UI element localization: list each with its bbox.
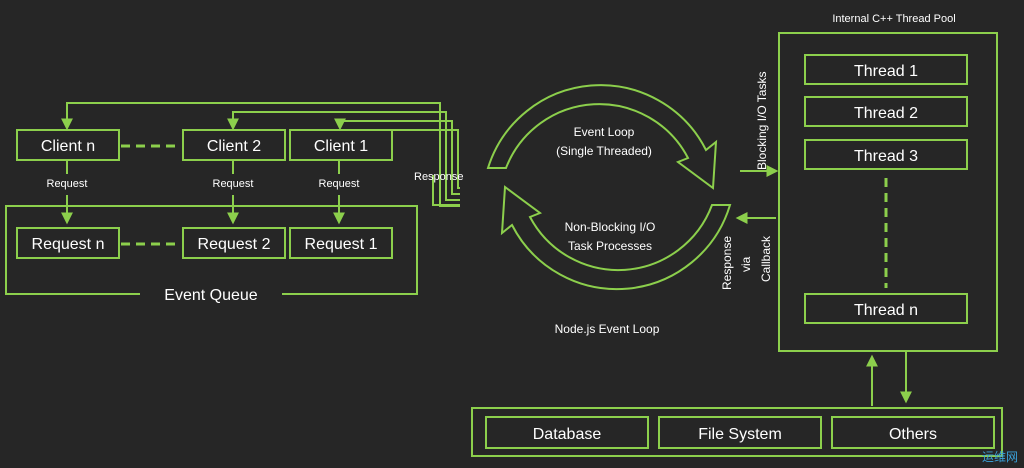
thread-n-label: Thread n: [854, 302, 918, 319]
client-2: Client 2: [182, 129, 286, 161]
event-loop-arrows: [486, 84, 732, 291]
thread-2: Thread 2: [804, 96, 968, 127]
non-blocking-line1: Non-Blocking I/O: [565, 220, 656, 234]
resources-container: [471, 407, 1003, 457]
request-1-label: Request 1: [305, 236, 378, 253]
blocking-io-tasks-label: Blocking I/O Tasks: [755, 72, 769, 170]
request-box-n: Request n: [16, 227, 120, 259]
event-queue: Event Queue: [5, 205, 418, 304]
event-loop-title: Event Loop: [574, 125, 635, 139]
event-queue-label: Event Queue: [164, 287, 258, 304]
others: Others: [831, 416, 995, 449]
request-n-label: Request n: [32, 236, 105, 253]
response-via-callback-line2: via: [739, 256, 753, 272]
thread-3-label: Thread 3: [854, 148, 918, 165]
request-box-2: Request 2: [182, 227, 286, 259]
response-via-callback-line3: Callback: [759, 235, 773, 282]
database: Database: [485, 416, 649, 449]
thread-2-label: Thread 2: [854, 105, 918, 122]
thread-1-label: Thread 1: [854, 63, 918, 80]
client-2-label: Client 2: [207, 138, 261, 155]
thread-pool-title: Internal C++ Thread Pool: [832, 13, 955, 25]
client-n: Client n: [16, 129, 120, 161]
request-label-1: Request: [319, 178, 360, 190]
request-2-label: Request 2: [198, 236, 271, 253]
database-label: Database: [533, 426, 602, 443]
file-system: File System: [658, 416, 822, 449]
client-1-label: Client 1: [314, 138, 368, 155]
request-label-n: Request: [47, 178, 88, 190]
event-loop-caption: Node.js Event Loop: [555, 322, 660, 336]
watermark-logo: 运维网: [981, 449, 1018, 464]
file-system-label: File System: [698, 426, 782, 443]
others-label: Others: [889, 426, 937, 443]
response-return-lines: [61, 102, 460, 207]
thread-3: Thread 3: [804, 139, 968, 170]
watermark-text: 运维网: [981, 449, 1018, 464]
client-1: Client 1: [289, 129, 393, 161]
response-via-callback-line1: Response: [720, 236, 734, 290]
request-arrows: [61, 161, 345, 225]
event-loop-subtitle: (Single Threaded): [556, 144, 652, 158]
request-label-2: Request: [213, 178, 254, 190]
non-blocking-line2: Task Processes: [568, 239, 652, 253]
thread-pool-container: [778, 32, 998, 352]
thread-n: Thread n: [804, 293, 968, 324]
thread-1: Thread 1: [804, 54, 968, 85]
response-label: Response: [414, 171, 464, 183]
client-n-label: Client n: [41, 138, 95, 155]
request-box-1: Request 1: [289, 227, 393, 259]
